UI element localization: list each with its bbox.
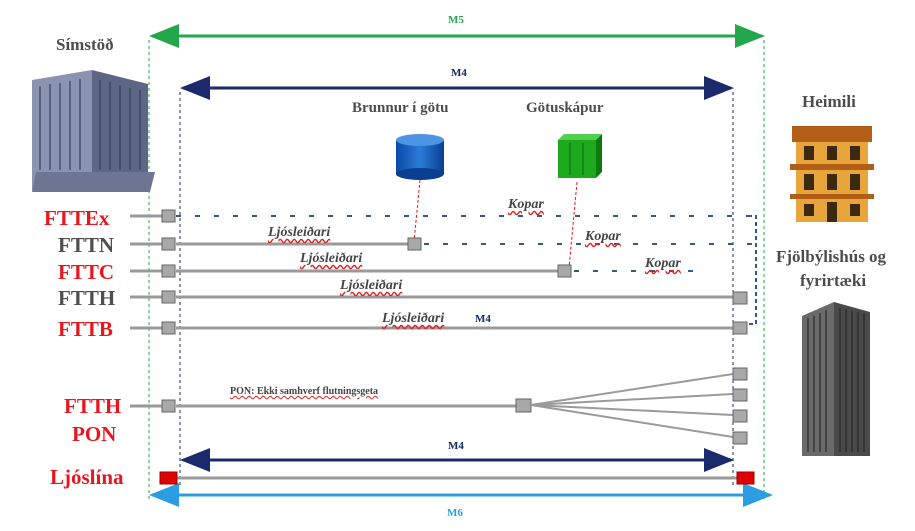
segment-label-kopar-fttc: Kopar: [645, 256, 681, 271]
pon-splitter: [515, 398, 532, 413]
m6-label: M6: [447, 507, 463, 519]
row-label-ftth-pon-2: PON: [72, 422, 117, 446]
row-label-ftth: FTTH: [58, 286, 116, 310]
segment-label-fiber-fttc: Ljósleiðari: [300, 251, 363, 266]
row-label-fttb: FTTB: [58, 317, 113, 341]
row-label-fttex: FTTEx: [44, 206, 110, 230]
ftth-end-node: [732, 291, 748, 305]
segment-label-kopar-fttex: Kopar: [508, 197, 544, 212]
fttc-cabinet-node: [557, 264, 572, 278]
m4-middle-label: M4: [475, 313, 491, 325]
manhole-icon: [396, 134, 444, 180]
fttc-node: [161, 264, 176, 278]
row-label-ftth-pon-1: FTTH: [64, 394, 122, 418]
exchange-building-icon: [32, 70, 155, 192]
pon-end-node-4: [732, 431, 748, 445]
fttb-end-node: [732, 321, 748, 335]
cabinet-drop: [568, 181, 578, 269]
pon-end-node-2: [732, 388, 748, 402]
pon-note: PON: Ekki samhverf flutningsgeta: [230, 386, 379, 397]
apartment-label-line1: Fjölbýlishús og: [776, 247, 887, 266]
m4-top-label: M4: [451, 67, 467, 79]
m5-label: M5: [448, 14, 464, 26]
home-bracket: [748, 215, 757, 325]
fttn-manhole-node: [407, 237, 422, 251]
ljoslina-end-node: [736, 471, 755, 485]
exchange-label: Símstöð: [56, 35, 114, 54]
m4-bottom-label: M4: [448, 440, 464, 452]
apartment-label-line2: fyrirtæki: [800, 271, 867, 290]
segment-label-fiber-fttn: Ljósleiðari: [268, 225, 331, 240]
row-label-fttn: FTTN: [58, 233, 115, 257]
segment-label-fiber-fttb: Ljósleiðari: [382, 311, 445, 326]
ftth-node: [161, 290, 176, 304]
segment-label-fiber-ftth: Ljósleiðari: [340, 278, 403, 293]
ljoslina-start-node: [159, 471, 178, 485]
segment-label-kopar-fttn: Kopar: [585, 229, 621, 244]
row-label-fttc: FTTC: [58, 260, 115, 284]
manhole-drop: [413, 179, 421, 243]
pon-end-node-3: [732, 409, 748, 423]
home-label: Heimili: [802, 92, 856, 111]
fttex-node: [161, 209, 176, 223]
manhole-label: Brunnur í götu: [352, 100, 449, 116]
fttn-node: [161, 237, 176, 251]
apartment-building-icon: [802, 302, 870, 456]
home-icon: [790, 126, 874, 222]
street-cabinet-icon: [558, 134, 602, 178]
pon-node: [161, 399, 176, 413]
pon-branches: [530, 373, 734, 438]
row-label-ljoslina: Ljóslína: [50, 465, 124, 489]
fttb-node: [161, 321, 176, 335]
pon-end-node-1: [732, 367, 748, 381]
street-cabinet-label: Götuskápur: [526, 100, 604, 116]
